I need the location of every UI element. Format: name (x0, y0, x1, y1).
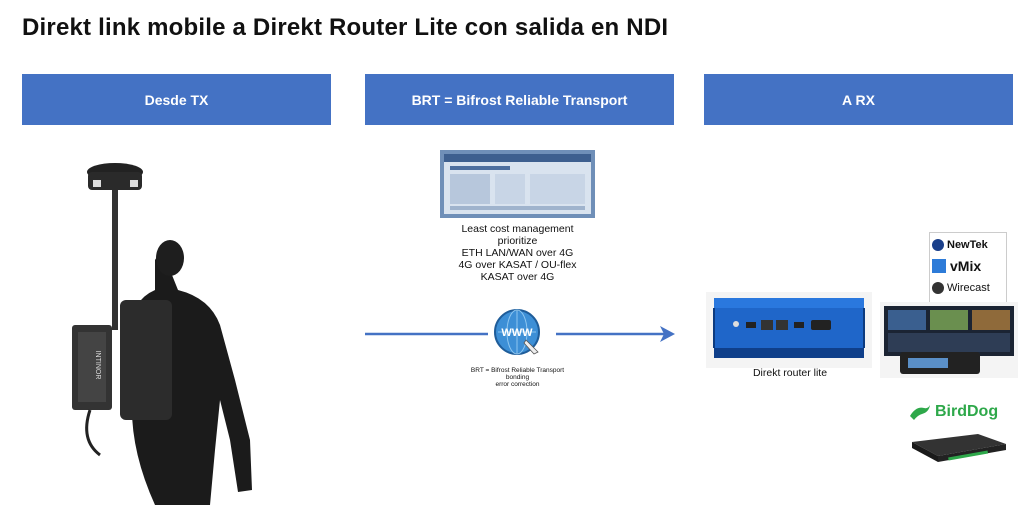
www-globe-icon: WWW (494, 309, 540, 355)
header-brt: BRT = Bifrost Reliable Transport (365, 74, 674, 125)
vmix-icon (932, 259, 946, 273)
birddog-device-image (912, 434, 1006, 462)
wirecast-logo: Wirecast (932, 279, 1004, 297)
brt-note: Least cost management (461, 223, 574, 235)
birddog-bird-icon (910, 405, 930, 420)
www-caption-line: BRT = Bifrost Reliable Transport (470, 367, 565, 374)
router-caption: Direkt router lite (752, 367, 828, 379)
backpack-label: INTINOR (94, 351, 101, 380)
vmix-logo: vMix (932, 257, 1004, 275)
brt-note: prioritize (497, 235, 538, 247)
brt-note: ETH LAN/WAN over 4G (461, 247, 574, 259)
flow-arrow (365, 326, 675, 342)
newtek-icon (932, 239, 944, 251)
page-title: Direkt link mobile a Direkt Router Lite … (22, 14, 669, 41)
www-caption-line: bonding (505, 374, 530, 381)
tx-backpack-image: INTINOR (72, 163, 252, 505)
brt-note: KASAT over 4G (480, 271, 555, 283)
brt-note: 4G over KASAT / OU-flex (458, 259, 577, 271)
birddog-logo: BirdDog (908, 398, 1008, 426)
www-caption-line: error correction (495, 381, 540, 388)
wirecast-icon (932, 282, 944, 294)
router-image (706, 292, 872, 368)
header-rx: A RX (704, 74, 1013, 125)
www-label: WWW (501, 327, 533, 339)
production-monitors-image (880, 302, 1018, 378)
brt-notes: Least cost management prioritize ETH LAN… (430, 223, 605, 283)
header-tx: Desde TX (22, 74, 331, 125)
www-caption: BRT = Bifrost Reliable Transport bonding… (450, 367, 585, 388)
newtek-logo: NewTek (932, 236, 1004, 254)
brt-screen-thumbnail (440, 150, 595, 218)
